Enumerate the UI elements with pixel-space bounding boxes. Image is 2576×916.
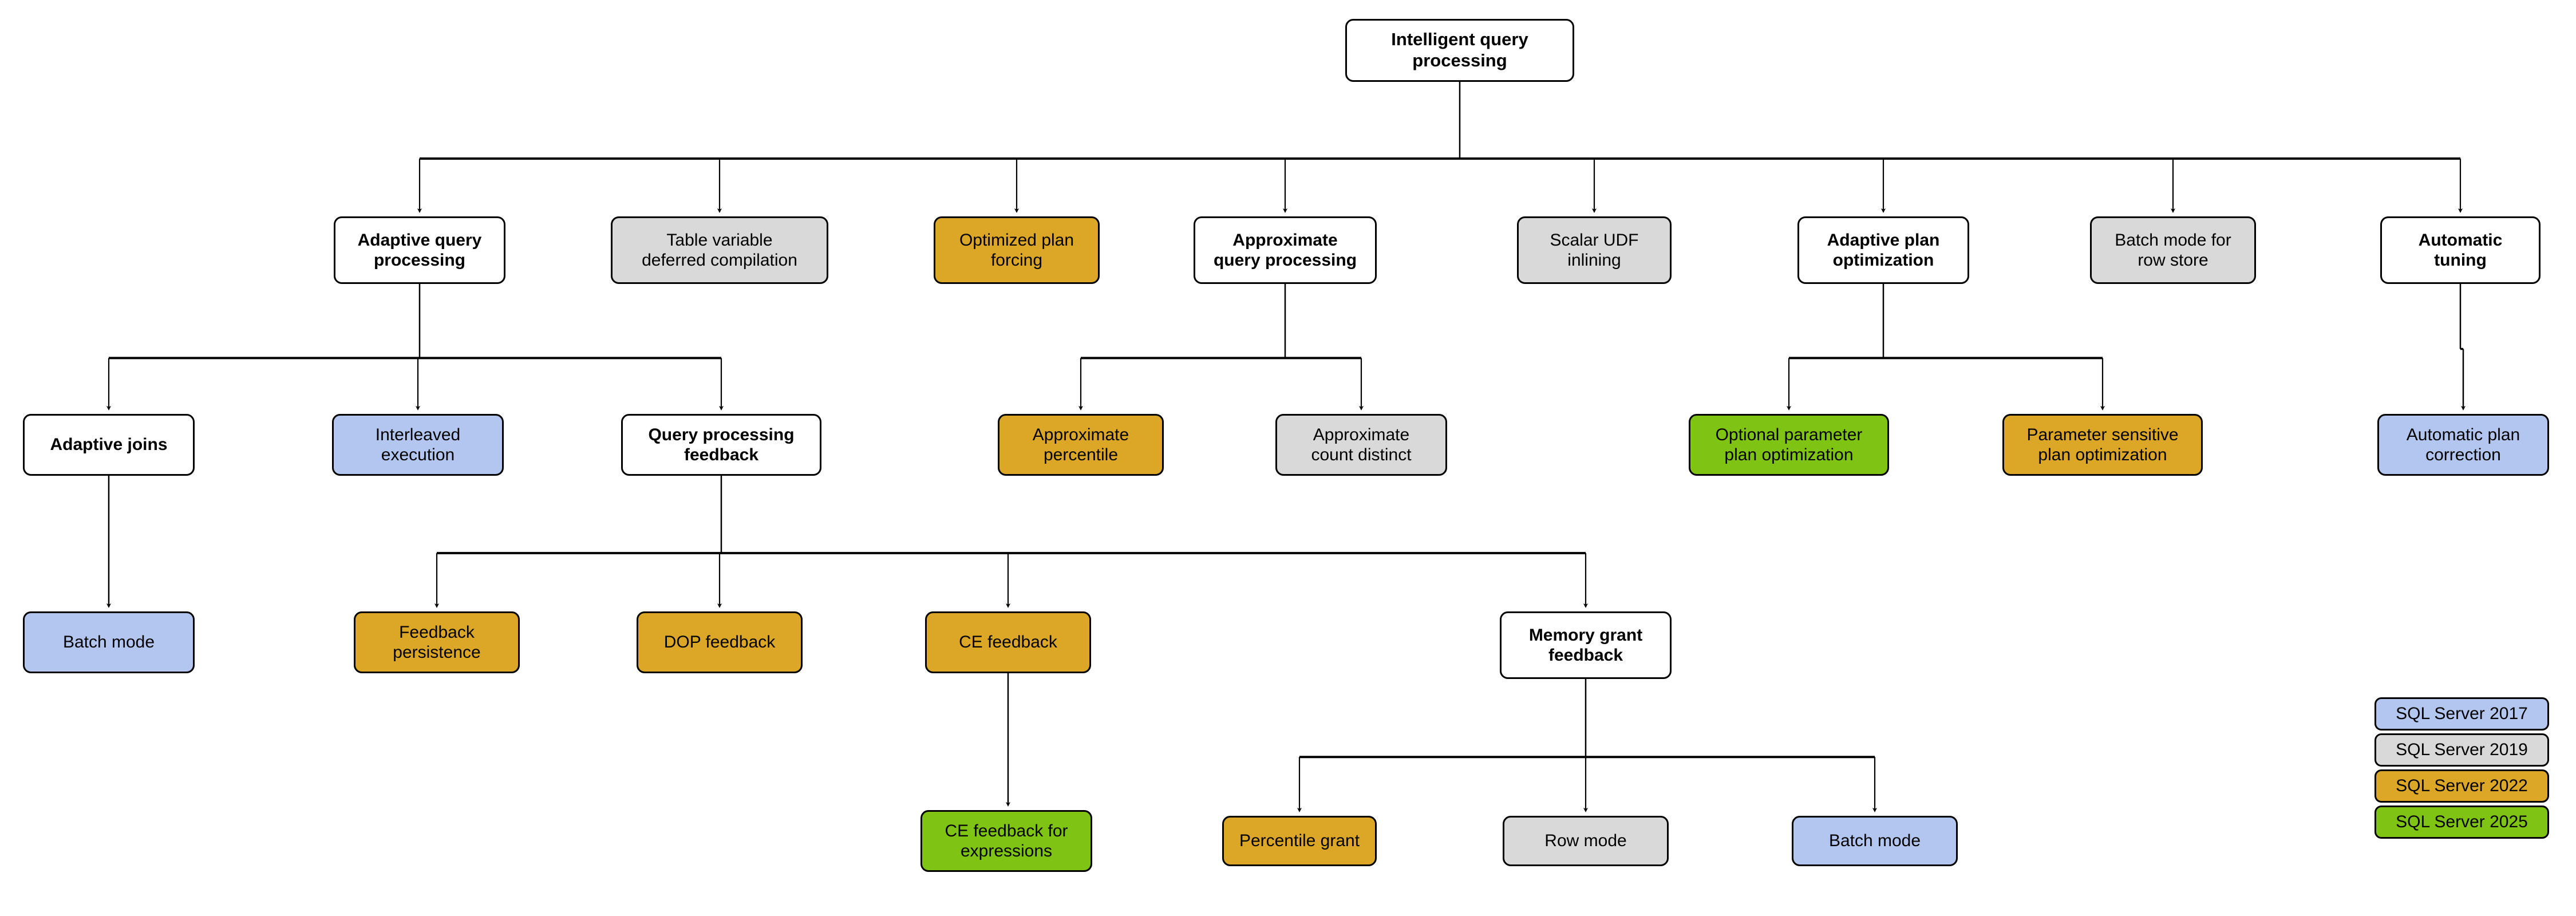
node-n_udf[interactable]: Scalar UDF inlining — [1517, 216, 1672, 284]
node-label: Row mode — [1544, 831, 1627, 851]
node-n_ap[interactable]: Approximate percentile — [998, 414, 1164, 476]
node-n_fp[interactable]: Feedback persistence — [354, 611, 520, 673]
node-label: Interleaved execution — [375, 425, 461, 464]
node-n_bm1[interactable]: Batch mode — [23, 611, 195, 673]
node-label: Intelligent query processing — [1391, 29, 1528, 70]
node-root[interactable]: Intelligent query processing — [1345, 19, 1574, 82]
node-n_dop[interactable]: DOP feedback — [637, 611, 803, 673]
legend-item-blue[interactable]: SQL Server 2017 — [2374, 697, 2549, 731]
node-n_bm2[interactable]: Batch mode — [1792, 816, 1958, 866]
legend-item-green[interactable]: SQL Server 2025 — [2374, 806, 2549, 839]
node-label: Batch mode — [62, 633, 155, 652]
node-label: Parameter sensitive plan optimization — [2026, 425, 2179, 464]
node-n_aqp[interactable]: Adaptive query processing — [334, 216, 505, 284]
node-label: Optional parameter plan optimization — [1715, 425, 1863, 464]
node-n_cefe[interactable]: CE feedback for expressions — [920, 810, 1092, 872]
node-n_rm[interactable]: Row mode — [1503, 816, 1669, 866]
node-n_tvdc[interactable]: Table variable deferred compilation — [611, 216, 828, 284]
node-n_apc[interactable]: Automatic plan correction — [2377, 414, 2549, 476]
legend-item-label: SQL Server 2022 — [2396, 776, 2528, 795]
node-label: Table variable deferred compilation — [642, 230, 797, 270]
node-label: Approximate percentile — [1032, 425, 1129, 464]
node-n_pspo[interactable]: Parameter sensitive plan optimization — [2002, 414, 2203, 476]
legend-item-label: SQL Server 2025 — [2396, 812, 2528, 831]
node-label: Scalar UDF inlining — [1550, 230, 1639, 270]
node-label: Batch mode for row store — [2115, 230, 2231, 270]
node-label: Adaptive query processing — [357, 230, 482, 270]
node-label: Approximate count distinct — [1311, 425, 1412, 464]
node-n_ce[interactable]: CE feedback — [925, 611, 1091, 673]
legend-item-gray[interactable]: SQL Server 2019 — [2374, 733, 2549, 767]
node-n_ie[interactable]: Interleaved execution — [332, 414, 504, 476]
node-label: Memory grant feedback — [1528, 625, 1643, 665]
legend-item-label: SQL Server 2019 — [2396, 740, 2528, 759]
node-n_apo[interactable]: Adaptive plan optimization — [1797, 216, 1969, 284]
legend-item-label: SQL Server 2017 — [2396, 704, 2528, 723]
node-label: Approximate query processing — [1213, 230, 1357, 270]
node-n_qpf[interactable]: Query processing feedback — [621, 414, 821, 476]
node-n_bmrs[interactable]: Batch mode for row store — [2090, 216, 2256, 284]
node-label: Adaptive joins — [50, 435, 168, 455]
node-n_pg[interactable]: Percentile grant — [1222, 816, 1377, 866]
node-n_oppo[interactable]: Optional parameter plan optimization — [1689, 414, 1889, 476]
node-n_opf[interactable]: Optimized plan forcing — [934, 216, 1100, 284]
legend-item-orange[interactable]: SQL Server 2022 — [2374, 769, 2549, 803]
node-label: Automatic tuning — [2418, 230, 2503, 270]
node-label: Batch mode — [1828, 831, 1921, 851]
node-n_acd[interactable]: Approximate count distinct — [1275, 414, 1447, 476]
node-label: Automatic plan correction — [2406, 425, 2520, 464]
node-label: CE feedback — [959, 633, 1057, 652]
node-n_at[interactable]: Automatic tuning — [2380, 216, 2541, 284]
node-label: Optimized plan forcing — [959, 230, 1074, 270]
node-label: Feedback persistence — [393, 622, 481, 662]
node-label: Query processing feedback — [648, 425, 795, 464]
node-label: DOP feedback — [663, 633, 776, 652]
node-n_mgf[interactable]: Memory grant feedback — [1500, 611, 1672, 679]
node-n_aj[interactable]: Adaptive joins — [23, 414, 195, 476]
node-n_appqp[interactable]: Approximate query processing — [1194, 216, 1377, 284]
node-label: Adaptive plan optimization — [1827, 230, 1940, 270]
node-label: CE feedback for expressions — [945, 821, 1068, 860]
node-label: Percentile grant — [1239, 831, 1360, 851]
